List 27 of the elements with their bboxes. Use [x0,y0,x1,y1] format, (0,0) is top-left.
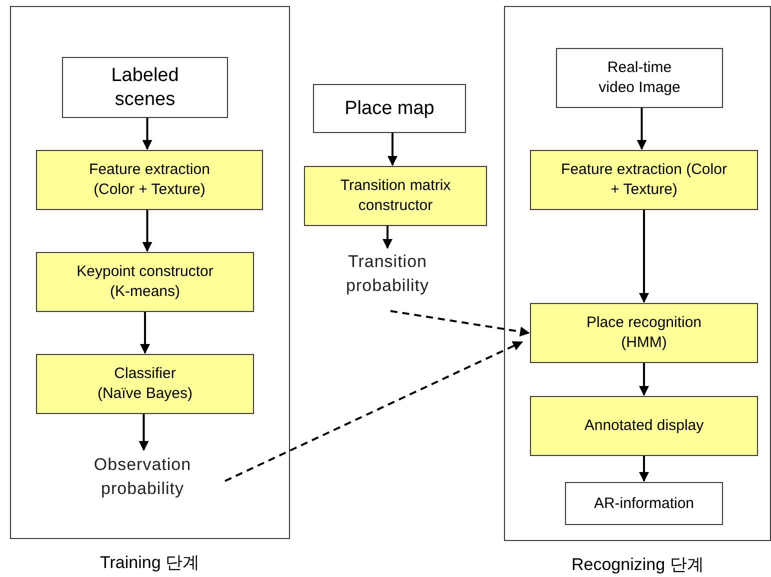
output-text: Observation probability [70,450,215,504]
dashed-arrow [224,341,523,482]
stage-caption: Recognizing 단계 [572,554,704,576]
arrow [639,363,649,396]
input-box: Labeled scenes [62,57,228,118]
output-box: AR-information [565,482,723,525]
process-box: Feature extraction (Color + Texture) [530,150,758,210]
output-text: Transition probability [325,248,450,300]
arrow [636,108,647,150]
arrow [388,133,398,166]
arrow [138,414,149,451]
process-box: Classifier (Naïve Bayes) [36,354,254,414]
process-box: Place recognition (HMM) [530,303,758,363]
arrow [639,210,649,303]
arrow [382,226,392,249]
input-box: Real-time video Image [556,48,723,108]
dashed-arrow [390,310,530,337]
process-box: Transition matrix constructor [304,166,487,226]
arrow [142,210,152,252]
arrow [140,312,150,354]
arrow [142,118,152,150]
arrow [639,456,649,482]
input-box: Place map [313,84,466,133]
stage-caption: Training 단계 [100,552,200,574]
process-box: Annotated display [530,396,758,456]
process-box: Keypoint constructor (K-means) [36,252,254,312]
process-box: Feature extraction (Color + Texture) [36,150,263,210]
